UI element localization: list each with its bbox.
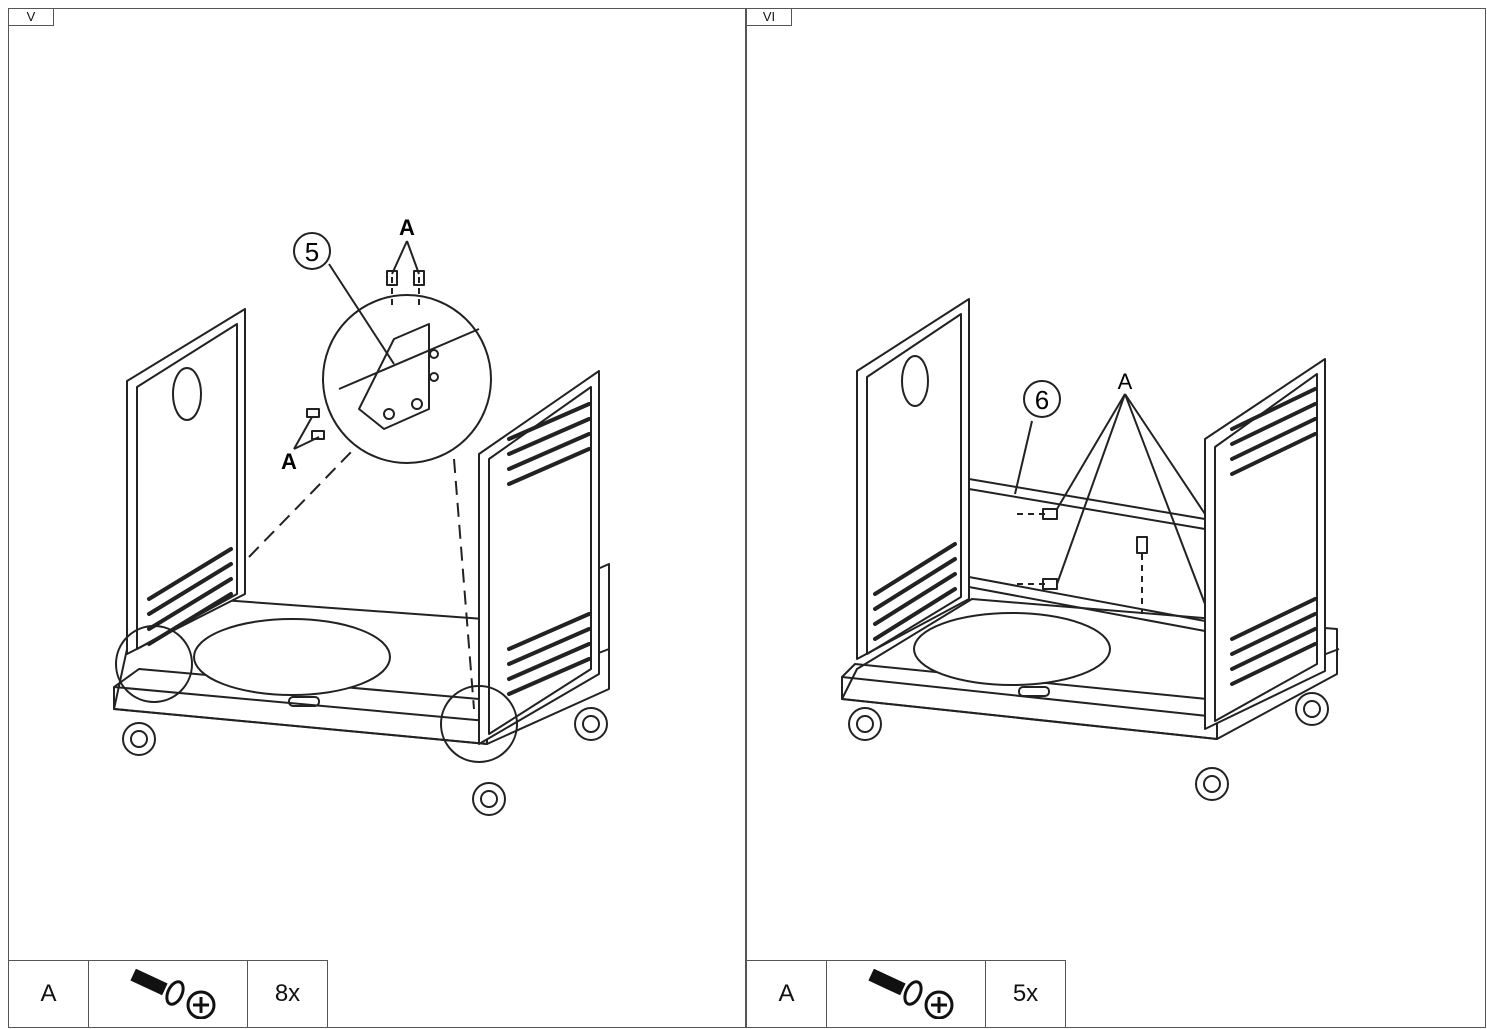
step-panel-vi: VI (746, 8, 1486, 1028)
hardware-quantity: 8x (274, 980, 301, 1007)
step-number: VI (747, 9, 792, 26)
hardware-label: A (9, 961, 89, 1027)
cart-assembly-illustration-vi: 6 A (841, 298, 1340, 801)
hardware-table: A 5x (747, 960, 1066, 1027)
callout-hardware-top: A (399, 215, 415, 240)
hardware-label: A (747, 961, 827, 1027)
callout-hardware: A (1118, 369, 1133, 394)
step-number: V (9, 9, 54, 26)
callout-hardware-left: A (281, 449, 297, 474)
cart-assembly-illustration-v: 5 A A (113, 215, 610, 816)
step-panel-v: V (8, 8, 746, 1028)
screw-icon (89, 961, 248, 1027)
callout-part: 6 (1035, 385, 1049, 415)
screw-icon (827, 961, 986, 1027)
hardware-table: A 8x (9, 960, 328, 1027)
hardware-quantity: 5x (1012, 980, 1039, 1007)
callout-part: 5 (305, 237, 319, 267)
